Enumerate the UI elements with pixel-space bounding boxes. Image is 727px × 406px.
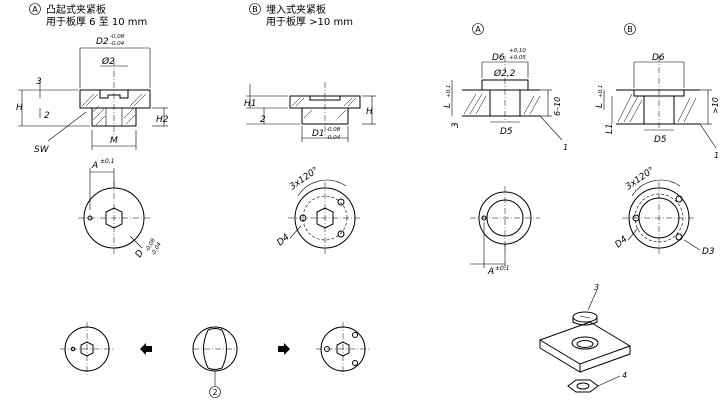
install-top-view-b [622, 179, 701, 254]
rotation-sequence [60, 322, 370, 398]
dim-3-install-a: 3 [451, 122, 461, 128]
callout-1-a: 1 [563, 143, 568, 152]
dim-h: H [16, 103, 23, 113]
install-top-view-a [470, 186, 540, 268]
dim-range-6-10: 6–10 [553, 97, 562, 116]
top-view-a [78, 168, 150, 254]
variant-a-subtitle: 用于板厚 6 至 10 mm [46, 15, 147, 28]
dim-d6-b: D6 [652, 53, 665, 63]
dim-d2-tol-upper: -0,08 [110, 34, 125, 40]
variant-a-title: 凸起式夹紧板 [46, 3, 106, 16]
callout-2: 2 [212, 388, 217, 397]
callout-4: 4 [622, 371, 627, 380]
section-view-a [18, 47, 168, 150]
install-section-a: A [451, 23, 563, 141]
dim-d2-tol-lower: -0,04 [110, 41, 125, 47]
isometric-assembly [538, 289, 632, 393]
dim-d2: D2 [96, 37, 109, 47]
dim-a-tol-install: ±0,1 [495, 265, 510, 272]
dim-m: M [110, 136, 118, 146]
callout-1-b: 1 [714, 151, 719, 160]
dim-d: D [134, 248, 146, 259]
dim-h-b: H [366, 107, 373, 117]
dim-d1-tol-upper: -0,08 [326, 127, 341, 133]
dim-d5-a: D5 [500, 127, 513, 137]
callout-3: 3 [594, 283, 599, 292]
dim-l-a: L [443, 103, 453, 108]
dim-o22: Ø2,2 [493, 68, 516, 79]
install-a-marker: A [475, 25, 481, 34]
dim-d6-tol-lower: +0,05 [509, 55, 526, 61]
install-section-b: B [603, 23, 717, 149]
dim-h2: H2 [156, 115, 169, 125]
dim-sw: SW [34, 145, 50, 155]
section-view-b [246, 82, 376, 142]
dim-o2: Ø2 [101, 56, 115, 67]
dim-l-tol-b: +0,1 [598, 85, 604, 98]
dim-l1: L1 [605, 123, 615, 134]
dim-a-top-a: A [91, 161, 98, 171]
dim-a-tol-top-a: ±0,1 [100, 158, 115, 165]
dim-3: 3 [36, 77, 42, 87]
dim-d4-b: D4 [276, 232, 292, 248]
variant-a-marker: A [32, 5, 38, 14]
dim-l-tol-a: +0,1 [446, 85, 452, 98]
variant-b-header: B 埋入式夹紧板 用于板厚 >10 mm [249, 3, 353, 28]
dim-d4-install: D4 [614, 234, 630, 250]
dim-2-b: 2 [260, 115, 266, 125]
install-b-marker: B [627, 25, 633, 34]
dim-a-install: A [487, 267, 494, 277]
variant-a-header: A 凸起式夹紧板 用于板厚 6 至 10 mm [29, 3, 147, 28]
top-view-b [288, 179, 362, 254]
variant-b-marker: B [252, 5, 258, 14]
variant-b-marker-circle [249, 3, 261, 15]
dim-l-b: L [595, 103, 605, 108]
variant-b-title: 埋入式夹紧板 [266, 3, 326, 16]
dim-h1: H1 [244, 99, 257, 109]
dim-gt10: >10 [711, 97, 720, 114]
dim-2: 2 [44, 111, 50, 121]
dim-d1: D1 [312, 129, 325, 139]
variant-b-subtitle: 用于板厚 >10 mm [266, 15, 353, 28]
dim-d3: D3 [702, 247, 715, 257]
dim-d6-a: D6 [492, 53, 505, 63]
dim-d1-tol-lower: -0,04 [326, 135, 341, 141]
dim-d5-b: D5 [654, 135, 667, 145]
dim-d6-tol-upper: +0,10 [509, 48, 526, 54]
variant-a-marker-circle [29, 3, 41, 15]
